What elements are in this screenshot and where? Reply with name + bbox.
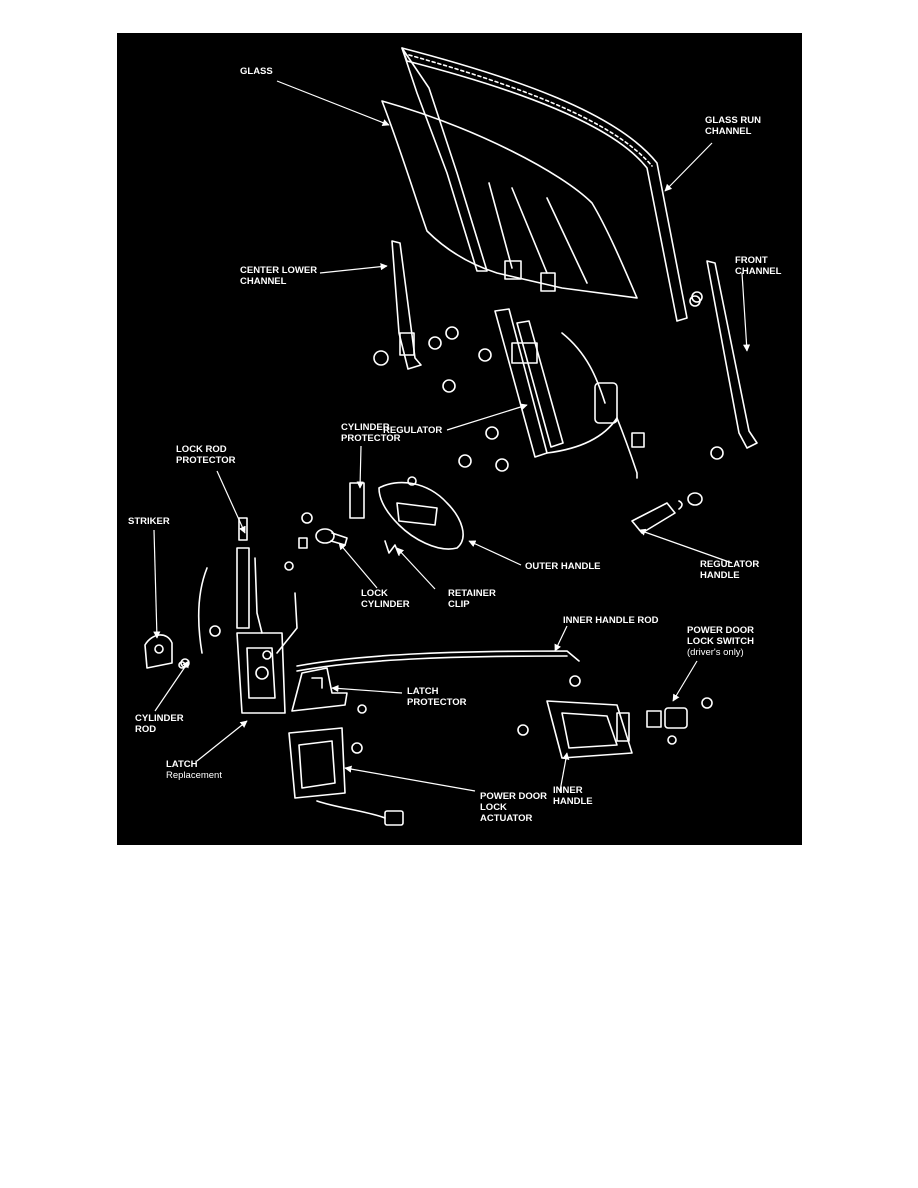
label-outer-handle: OUTER HANDLE	[525, 561, 601, 572]
label-line: POWER DOOR	[687, 625, 755, 636]
latch-part	[236, 632, 286, 714]
striker-part	[144, 634, 190, 669]
label-line: Replacement	[166, 770, 222, 781]
label-line: LOCK ROD	[176, 444, 227, 455]
label-line: CYLINDER	[135, 713, 184, 724]
label-line: PROTECTOR	[407, 697, 467, 708]
label-line: ACTUATOR	[480, 813, 533, 824]
label-line: LATCH	[166, 759, 198, 770]
label-line: LOCK SWITCH	[687, 636, 755, 647]
power-door-lock-switch-part	[646, 697, 713, 745]
lock-cylinder-part	[298, 528, 348, 549]
bolts	[373, 291, 724, 472]
retainer-clip-part	[384, 540, 400, 556]
power-door-lock-actuator-part	[288, 727, 404, 826]
label-line: PROTECTOR	[341, 433, 401, 444]
label-center-lower-channel: CENTER LOWER CHANNEL	[240, 265, 317, 287]
label-cylinder-protector: CYLINDER PROTECTOR	[341, 422, 400, 444]
regulator-handle-part	[631, 492, 703, 534]
label-lock-cylinder: LOCK CYLINDER	[361, 588, 410, 610]
inner-handle-rod-part	[296, 650, 580, 672]
inner-handle-part	[546, 675, 633, 759]
screws	[178, 512, 529, 736]
label-line: CENTER LOWER	[240, 265, 318, 276]
label-inner-handle-rod: INNER HANDLE ROD	[563, 615, 659, 626]
label-line: PROTECTOR	[176, 455, 236, 466]
label-power-door-lock-switch: POWER DOOR LOCK SWITCH (driver's only)	[687, 625, 754, 658]
label-line: HANDLE	[700, 570, 740, 581]
label-latch-protector: LATCH PROTECTOR	[407, 686, 466, 708]
outer-handle-part	[349, 476, 464, 550]
label-glass: GLASS	[240, 66, 273, 77]
label-regulator: REGULATOR	[383, 425, 443, 436]
label-glass-run-channel: GLASS RUN CHANNEL	[705, 115, 761, 137]
label-line: (driver's only)	[687, 647, 744, 658]
label-latch-replacement: LATCH Replacement	[166, 759, 222, 781]
label-line: RETAINER	[448, 588, 496, 599]
label-line: CLIP	[448, 599, 470, 610]
label-line: GLASS RUN	[705, 115, 761, 126]
label-line: FRONT	[735, 255, 768, 266]
label-line: CHANNEL	[705, 126, 752, 137]
label-line: CYLINDER	[341, 422, 390, 433]
label-line: LOCK	[480, 802, 507, 813]
label-regulator-handle: REGULATOR HANDLE	[700, 559, 759, 581]
exploded-view-drawing	[144, 47, 758, 826]
label-line: HANDLE	[553, 796, 593, 807]
label-line: CHANNEL	[240, 276, 287, 287]
label-inner-handle: INNER HANDLE	[553, 785, 593, 807]
center-lower-channel-part	[391, 240, 422, 370]
glass-part	[381, 100, 638, 299]
label-lock-rod-protector: LOCK ROD PROTECTOR	[176, 444, 235, 466]
label-line: LATCH	[407, 686, 439, 697]
label-cylinder-rod: CYLINDER ROD	[135, 713, 184, 735]
label-line: INNER	[553, 785, 583, 796]
leader-lines	[153, 80, 751, 792]
label-line: POWER DOOR	[480, 791, 548, 802]
door-components-diagram: GLASS GLASS RUN CHANNEL CENTER LOWER CHA…	[117, 33, 802, 845]
front-channel-part	[689, 260, 758, 449]
regulator-part	[494, 308, 645, 479]
glass-run-channel-part	[401, 47, 688, 322]
label-power-door-lock-actuator: POWER DOOR LOCK ACTUATOR	[480, 791, 547, 824]
label-line: CYLINDER	[361, 599, 410, 610]
label-retainer-clip: RETAINER CLIP	[448, 588, 496, 610]
label-line: CHANNEL	[735, 266, 782, 277]
lock-rod-part	[197, 517, 298, 654]
label-striker: STRIKER	[128, 516, 170, 527]
label-line: LOCK	[361, 588, 388, 599]
label-line: REGULATOR	[700, 559, 760, 570]
label-line: ROD	[135, 724, 157, 735]
label-front-channel: FRONT CHANNEL	[735, 255, 781, 277]
latch-protector-part	[291, 667, 348, 712]
